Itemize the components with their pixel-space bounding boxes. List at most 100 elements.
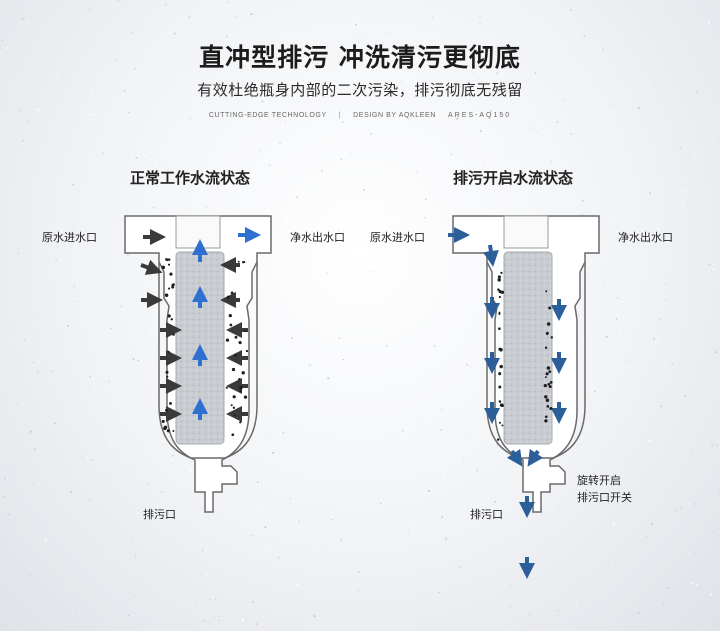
outlet-label-flush: 净水出水口 [618,231,673,244]
dirt-particle [238,341,242,345]
dirt-particle [231,433,235,437]
dirt-particle [499,364,503,369]
dirt-particle [500,290,505,294]
inlet-label-normal: 原水进水口 [42,231,97,244]
dirt-particle [228,313,232,318]
valve-label-line1: 旋转开启 [577,474,621,487]
dirt-particle [548,385,552,389]
tagline-model: ARES-AQ150 [447,112,512,119]
dirt-particle [546,366,551,370]
panel-title-normal: 正常工作水流状态 [130,169,251,187]
dirt-particle [498,385,502,389]
arrow-flush [506,448,523,467]
drain-label-normal: 排污口 [143,508,176,521]
dirt-particle [164,293,169,297]
dirt-particle [170,318,173,321]
dirt-particle [225,386,228,389]
tagline: CUTTING-EDGE TECHNOLOGY | DESIGN BY AQKLEE… [0,112,720,119]
filter-cartridge-flush [503,251,553,445]
dirt-particle [500,271,503,274]
dirt-particle [238,378,241,381]
dirt-particle [234,353,238,357]
dirt-particle [239,389,242,393]
dirt-particle [500,403,504,408]
dirt-particle [232,406,236,410]
dirt-particle [167,263,171,266]
dirt-particle [548,306,552,310]
dirt-particle [241,371,245,375]
dirt-particle [498,312,501,316]
dirt-particle [498,421,502,424]
dirt-particle [172,283,175,286]
dirt-particle [239,421,242,424]
dirt-particle [234,335,238,339]
dirt-particle [166,375,169,378]
dirt-particle [243,395,248,399]
arrow-flush [482,244,499,267]
dirt-particle [237,260,240,263]
dirt-particle [497,278,501,282]
dirt-particle [172,333,175,336]
panel-title-flush: 排污开启水流状态 [453,169,574,187]
dirt-particle [230,404,233,407]
dirt-particle [543,383,547,388]
arrow-dirty [140,259,163,275]
dirt-particle [229,323,233,327]
dirt-particle [243,261,246,263]
dirt-particle [234,414,236,417]
dirt-particle [545,372,549,376]
dirt-particle [161,419,165,423]
dirt-particle [161,265,166,270]
dirt-particle [239,386,243,390]
dirt-particle [225,338,230,342]
dirt-particle [498,295,501,299]
arrow-flush [527,448,544,467]
housing-flush [452,215,600,513]
dirt-particle [245,349,249,353]
dirt-particle [498,290,502,294]
dirt-particle [172,430,175,432]
dirt-particle [544,415,548,419]
dirt-particle [550,336,554,339]
head-chamber-flush [503,215,549,249]
bowl-outline [158,262,258,459]
dirt-particle [169,401,172,405]
dirt-particle [549,381,553,384]
dirt-particle [544,376,547,379]
page-title: 直冲型排污 冲洗清污更彻底 [199,43,521,72]
dirt-particle [166,258,169,262]
dirt-particle [498,372,502,376]
flow-arrows [140,227,567,579]
outlet-label-normal: 净水出水口 [290,231,345,244]
dirt-particle [548,370,552,373]
dirt-particle [497,288,500,291]
dirt-particle [498,400,502,403]
dirt-particle [544,395,548,399]
dirt-particle [547,382,551,386]
valve-label-line2: 排污口开关 [577,491,632,504]
dirt-particle [232,395,236,399]
dirt-particle [499,348,503,352]
dirt-particle [545,331,549,335]
dirt-particle [168,287,171,290]
dirt-particle [547,322,551,326]
dirt-particle [167,350,170,354]
dirt-particle [230,291,234,295]
dirt-particle [165,408,168,412]
dirt-particle [544,419,548,423]
tagline-right: DESIGN BY AQKLEEN [353,112,436,119]
page-subtitle: 有效杜绝瓶身内部的二次污染，排污彻底无残留 [197,81,523,99]
dirt-particle [549,406,553,411]
dirt-particle [498,327,501,331]
dirt-particle [226,295,230,299]
inlet-label-flush: 原水进水口 [370,231,425,244]
tagline-left: CUTTING-EDGE TECHNOLOGY [208,112,327,119]
dirt-particle [231,367,236,372]
dirt-particles [161,258,554,441]
tagline-separator: | [338,112,342,119]
dirt-particle [545,398,550,403]
dirt-particle [163,425,168,430]
head-chamber [175,215,221,249]
dirt-particle [546,405,550,408]
